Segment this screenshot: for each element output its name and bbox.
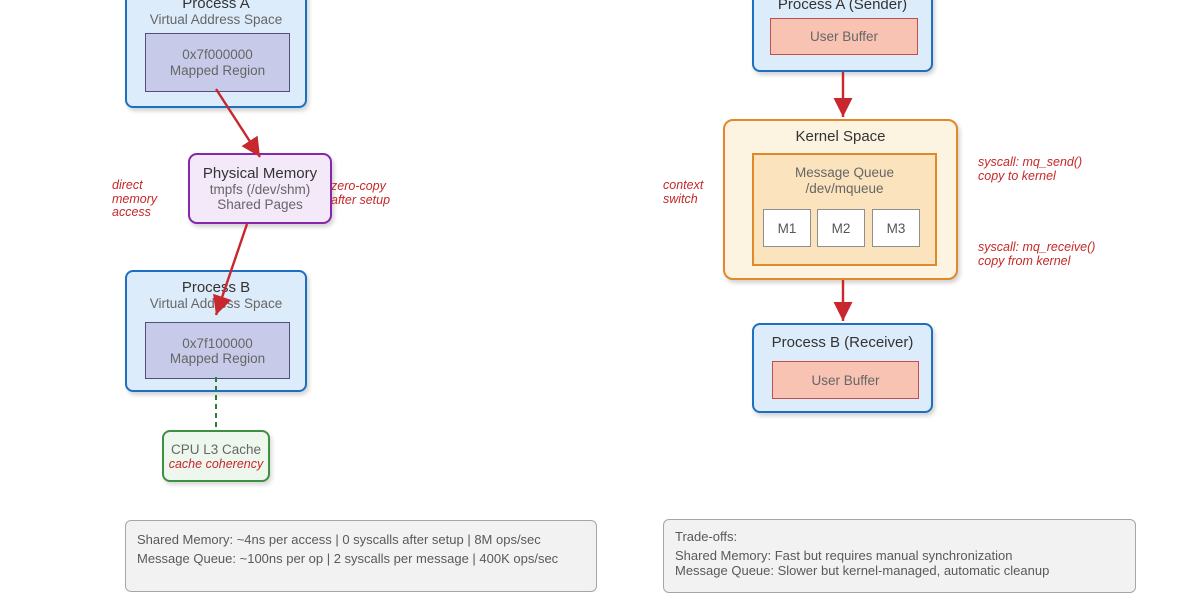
- process-b-subtitle: Virtual Address Space: [149, 296, 283, 311]
- cpu-cache-title: CPU L3 Cache: [170, 441, 262, 457]
- node-mapped-region-a: 0x7f000000 Mapped Region: [145, 33, 290, 92]
- node-cpu-l3-cache: CPU L3 Cache cache coherency: [162, 430, 270, 482]
- physical-memory-tmpfs: tmpfs (/dev/shm): [209, 181, 311, 197]
- mapped-region-b-address: 0x7f100000: [182, 335, 253, 351]
- process-a-sender-title: Process A (Sender): [777, 0, 908, 13]
- node-user-buffer-receiver: User Buffer: [772, 361, 919, 399]
- mapped-region-b-label: Mapped Region: [169, 350, 266, 366]
- message-queue-path: /dev/mqueue: [805, 181, 884, 196]
- process-b-title: Process B: [181, 279, 251, 296]
- mapped-region-a-address: 0x7f000000: [182, 46, 253, 62]
- physical-memory-pages: Shared Pages: [217, 196, 303, 212]
- node-kernel-space: Kernel Space Message Queue /dev/mqueue M…: [723, 119, 958, 280]
- tradeoffs-line-message-queue: Message Queue: Slower but kernel-managed…: [675, 563, 1050, 578]
- node-message-m1: M1: [763, 209, 811, 247]
- label-syscall-receive: syscall: mq_receive() copy from kernel: [978, 240, 1096, 268]
- node-user-buffer-sender: User Buffer: [770, 18, 918, 55]
- node-process-b-receiver: Process B (Receiver) User Buffer: [752, 323, 933, 413]
- node-mapped-region-b: 0x7f100000 Mapped Region: [145, 322, 290, 379]
- physical-memory-title: Physical Memory: [202, 164, 318, 182]
- node-message-m3: M3: [872, 209, 920, 247]
- tradeoffs-title: Trade-offs:: [675, 529, 738, 544]
- process-a-subtitle: Virtual Address Space: [149, 12, 283, 27]
- node-message-queue: Message Queue /dev/mqueue M1 M2 M3: [752, 153, 937, 266]
- label-syscall-send: syscall: mq_send() copy to kernel: [978, 155, 1083, 183]
- stats-line-shared-memory: Shared Memory: ~4ns per access | 0 sysca…: [137, 532, 541, 547]
- process-b-receiver-title: Process B (Receiver): [771, 334, 914, 351]
- label-context-switch: context switch: [663, 178, 704, 206]
- tradeoffs-panel: Trade-offs: Shared Memory: Fast but requ…: [663, 519, 1136, 593]
- node-message-m2: M2: [817, 209, 865, 247]
- node-physical-memory: Physical Memory tmpfs (/dev/shm) Shared …: [188, 153, 332, 224]
- label-zero-copy: zero-copy after setup: [331, 179, 391, 207]
- node-process-a-sender: Process A (Sender) User Buffer: [752, 0, 933, 72]
- node-process-b: Process B Virtual Address Space 0x7f1000…: [125, 270, 307, 392]
- shared-memory-stats-panel: Shared Memory: ~4ns per access | 0 sysca…: [125, 520, 597, 592]
- node-process-a: Process A Virtual Address Space 0x7f0000…: [125, 0, 307, 108]
- tradeoffs-line-shared-memory: Shared Memory: Fast but requires manual …: [675, 548, 1013, 563]
- mapped-region-a-label: Mapped Region: [169, 62, 266, 78]
- label-direct-memory-access: direct memory access: [112, 178, 158, 219]
- kernel-space-title: Kernel Space: [795, 128, 886, 145]
- cpu-cache-note: cache coherency: [168, 456, 264, 471]
- process-a-title: Process A: [182, 0, 250, 12]
- stats-line-message-queue: Message Queue: ~100ns per op | 2 syscall…: [137, 551, 559, 566]
- message-queue-title: Message Queue: [794, 165, 895, 180]
